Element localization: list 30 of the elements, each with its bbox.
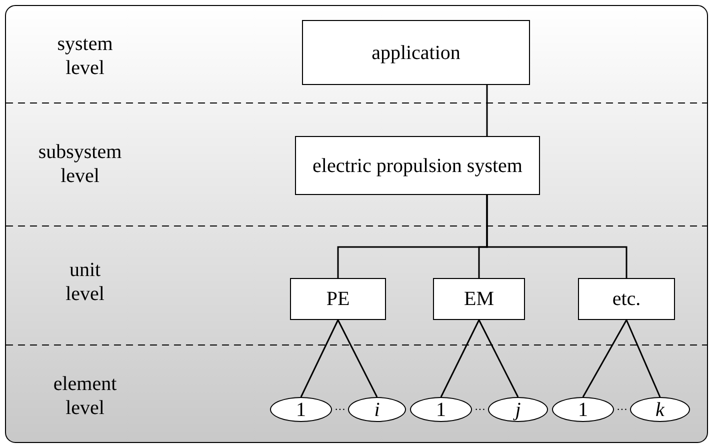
level-box: [433, 278, 525, 320]
ellipsis-dots: ···: [474, 405, 486, 416]
level-box: [295, 136, 540, 195]
connector-line: [300, 320, 339, 398]
level-label: unit level: [64, 258, 106, 306]
node-label: 1: [578, 400, 588, 420]
node-label: 1: [436, 400, 446, 420]
node-label: electric propulsion system: [312, 156, 522, 176]
connector-line: [440, 320, 480, 398]
node-label: i: [374, 400, 380, 420]
level-label: element level: [52, 372, 118, 420]
node-label: PE: [326, 289, 350, 309]
node-label: application: [372, 42, 460, 62]
node-label: 1: [296, 400, 306, 420]
ellipsis-dots: ···: [334, 405, 346, 416]
ellipsis-dots: ···: [616, 405, 628, 416]
connector-line: [486, 85, 488, 136]
level-label: subsystem level: [37, 140, 123, 188]
connector-line: [486, 195, 628, 278]
connector-line: [582, 320, 628, 398]
node-label: EM: [464, 289, 494, 309]
level-label: system level: [56, 32, 114, 80]
node-label: etc.: [612, 289, 641, 309]
level-box: [578, 278, 675, 320]
level-box: [290, 278, 386, 320]
level-box: [302, 20, 530, 85]
connector-line: [626, 320, 661, 398]
connector-line: [337, 320, 378, 398]
node-label: j: [515, 400, 521, 420]
node-label: k: [656, 400, 664, 420]
